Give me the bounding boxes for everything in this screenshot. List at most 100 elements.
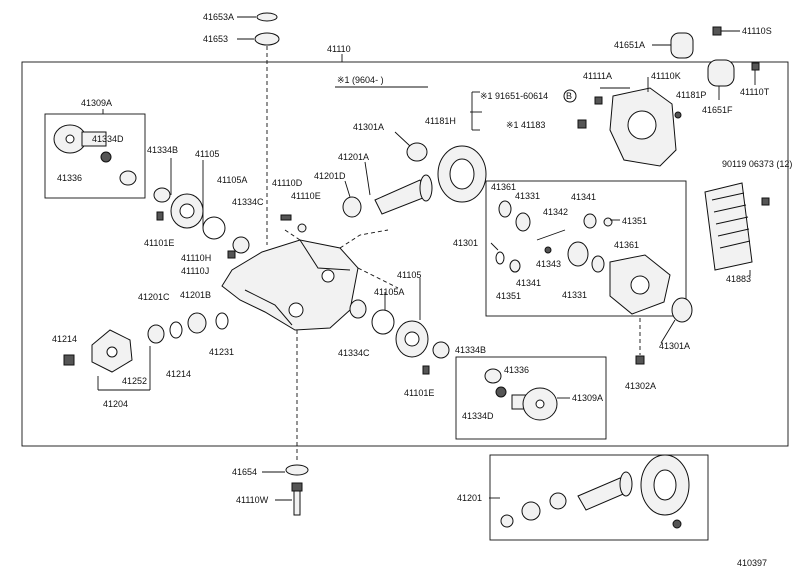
label-41351a: 41351 [622, 216, 647, 226]
bolt-41110t [751, 62, 760, 85]
label-41201d: 41201D [314, 171, 346, 181]
cushion-41651f [707, 59, 735, 87]
kit-bolt [672, 519, 682, 529]
gear-41361b [591, 255, 605, 273]
label-41110w: 41110W [236, 495, 269, 505]
bolt-41110h [227, 250, 236, 259]
label-41101e-bottom: 41101E [404, 388, 434, 398]
companion-flange-41204 [91, 329, 133, 373]
label-41110t: 41110T [740, 87, 770, 97]
label-41110s: 41110S [742, 26, 772, 36]
label-41105-bottom: 41105 [397, 270, 421, 280]
pin-41343 [544, 246, 552, 254]
kit-bearing-a [521, 501, 541, 521]
seal-41336-top [119, 170, 137, 186]
gasket-41105a-top [202, 216, 226, 240]
note-9604: ※1 (9604- ) [337, 75, 384, 85]
label-41214a: 41214 [52, 334, 77, 344]
label-41301a-top: 41301A [353, 122, 384, 132]
gasket-41654 [285, 464, 309, 476]
label-41252: 41252 [122, 376, 147, 386]
seal-41301a-top [406, 142, 428, 162]
plug-41110w [291, 482, 303, 516]
bearing-41201d [342, 196, 362, 218]
note-91651: ※1 91651-60614 [480, 91, 548, 101]
kit-bearing-b [549, 492, 567, 510]
label-41341b: 41341 [516, 278, 541, 288]
label-41334b-top: 41334B [147, 145, 178, 155]
seal-41201c [147, 324, 165, 344]
label-41110j: 41110J [181, 266, 209, 276]
label-41301: 41301 [453, 238, 478, 248]
label-41302a: 41302A [625, 381, 656, 391]
label-41654: 41654 [232, 467, 257, 477]
label-41231: 41231 [209, 347, 234, 357]
drive-pinion-41201a [374, 174, 433, 215]
companion-flange-top [53, 124, 107, 154]
bolt-90119 [761, 197, 770, 206]
label-41301a-bottom: 41301A [659, 341, 690, 351]
cushion-41651a [670, 32, 694, 59]
nut-41334d-top [100, 151, 112, 163]
label-41309a-top: 41309A [81, 98, 112, 108]
kit-ring-gear [640, 454, 690, 516]
label-41361b: 41361 [614, 240, 639, 250]
seal-41334b-bottom [432, 341, 450, 359]
label-41101e-top: 41101E [144, 238, 174, 248]
label-41334c-bottom: 41334C [338, 348, 370, 358]
label-41201c: 41201C [138, 292, 170, 302]
note-41183: ※1 41183 [506, 120, 545, 130]
label-41883: 41883 [726, 274, 751, 284]
label-41336-bottom: 41336 [504, 365, 529, 375]
label-41214b: 41214 [166, 369, 191, 379]
bolt-41101e-bottom [422, 365, 430, 375]
main-assembly-frame [21, 61, 789, 447]
shaft-41342 [536, 229, 566, 241]
seal-41301a-bottom [671, 297, 693, 323]
companion-flange-box-bottom [455, 356, 607, 440]
differential-case [609, 254, 671, 315]
shim-41334c-top [232, 236, 250, 254]
kit-drive-pinion [577, 471, 633, 511]
label-41201a: 41201A [338, 152, 369, 162]
seal-41336-bottom [484, 368, 502, 384]
cap-41214a [63, 354, 75, 366]
label-41204: 41204 [103, 399, 128, 409]
label-41331b: 41331 [562, 290, 587, 300]
label-41110e: 41110E [291, 191, 321, 201]
gasket-41105a-bottom [371, 309, 395, 335]
label-41110d: 41110D [272, 178, 303, 188]
label-41105-top: 41105 [195, 149, 219, 159]
cushion-41653a [256, 12, 278, 22]
label-41336-top: 41336 [57, 173, 82, 183]
differential-case-box [485, 180, 687, 317]
badge-b: B [566, 91, 572, 101]
bolt-41110d [280, 214, 292, 221]
label-41361a: 41361 [491, 182, 516, 192]
gear-41331a [515, 212, 531, 232]
label-41341a: 41341 [571, 192, 596, 202]
cushion-41653 [254, 32, 280, 46]
differential-carrier-housing [221, 239, 359, 331]
label-90119: 90119 06373 (12) [722, 159, 792, 169]
label-41110h: 41110H [181, 253, 211, 263]
side-cover-41105-bottom [395, 320, 429, 358]
label-41105a-bottom: 41105A [374, 287, 404, 297]
label-41651f: 41651F [702, 105, 733, 115]
washer-41110e [297, 223, 307, 233]
bolt-41101e-top [156, 211, 164, 221]
gear-41331b [567, 241, 589, 267]
label-41181p: 41181P [676, 90, 706, 100]
label-41331a: 41331 [515, 191, 540, 201]
spacer-41231 [215, 312, 229, 330]
bearing-41201b [187, 312, 207, 334]
diagram-id: 410397 [737, 558, 767, 568]
seal-41334b-top [153, 187, 171, 203]
washer-41351b [495, 251, 505, 265]
companion-flange-bottom [511, 387, 558, 421]
label-41653a: 41653A [203, 12, 234, 22]
side-cover-41105-top [170, 193, 204, 229]
spacer-41214b [169, 321, 183, 339]
label-41181h: 41181H [425, 116, 456, 126]
